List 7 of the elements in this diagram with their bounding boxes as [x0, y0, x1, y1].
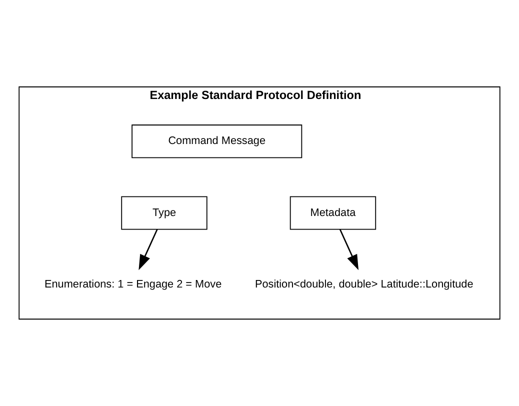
node-box: Metadata — [290, 196, 376, 230]
node-text: Position<double, double> Latitude::Longitude — [254, 278, 474, 290]
node-box: Command Message — [132, 124, 302, 158]
node-box: Type — [121, 196, 208, 230]
arrow — [138, 229, 158, 270]
arrow — [339, 229, 359, 270]
node-text: Enumerations: 1 = Engage 2 = Move — [44, 278, 222, 290]
